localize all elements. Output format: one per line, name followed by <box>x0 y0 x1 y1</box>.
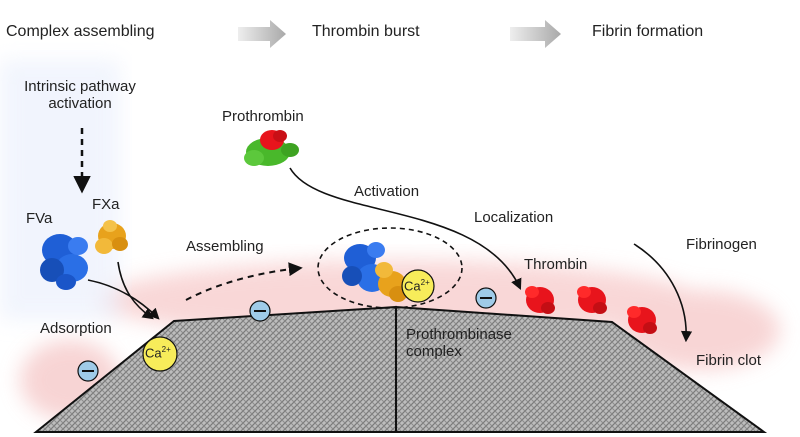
fxa-label: FXa <box>92 196 120 213</box>
right-surface <box>395 305 768 433</box>
adsorption-label: Adsorption <box>40 320 112 337</box>
assembling-dashed-arrow <box>185 262 303 301</box>
calcium-complex-charge: 2+ <box>420 278 430 287</box>
fxa-protein <box>95 220 128 254</box>
prothrombinase-line2: complex <box>406 343 462 361</box>
calcium-complex-base: Ca <box>404 278 421 294</box>
header-arrow-2 <box>510 20 561 48</box>
calcium-surface-text: Ca2+ <box>145 345 171 361</box>
fibrinogen-to-clot-arrow <box>633 243 693 343</box>
thrombin-protein-3 <box>627 306 657 334</box>
assembling-label: Assembling <box>186 238 264 255</box>
header-step-thrombin-burst: Thrombin burst <box>312 23 420 40</box>
header-step-complex-assembling: Complex assembling <box>6 23 155 40</box>
localization-label: Localization <box>474 209 554 226</box>
prothrombinase-complex-label: Prothrombinase complex <box>406 326 512 361</box>
calcium-surface-charge: 2+ <box>161 345 171 354</box>
intrinsic-pathway-line1: Intrinsic pathway <box>24 78 136 95</box>
intrinsic-pathway-line2: activation <box>48 95 112 113</box>
fva-protein <box>40 234 88 290</box>
prothrombinase-complex-outline <box>317 227 463 309</box>
fva-to-adsorption-arrow <box>87 279 160 320</box>
calcium-surface-base: Ca <box>145 345 162 361</box>
thrombin-label: Thrombin <box>524 256 588 273</box>
prothrombin-label: Prothrombin <box>222 108 304 125</box>
header-step-fibrin-formation: Fibrin formation <box>592 23 704 40</box>
fibrinogen-label: Fibrinogen <box>686 236 757 253</box>
negative-charge-3 <box>77 360 99 382</box>
prothrombin-protein <box>244 130 299 166</box>
prothrombinase-line1: Prothrombinase <box>406 326 512 343</box>
thrombin-protein-1 <box>525 286 555 314</box>
header-arrow-1 <box>238 20 286 48</box>
fibrin-clot-label: Fibrin clot <box>696 352 762 369</box>
negative-charge-1 <box>249 300 271 322</box>
calcium-ion-complex <box>401 269 435 303</box>
calcium-complex-text: Ca2+ <box>404 278 430 294</box>
intrinsic-pathway-label: Intrinsic pathway activation <box>10 78 150 113</box>
calcium-ion-surface <box>142 336 178 372</box>
thrombin-protein-2 <box>577 286 607 314</box>
activation-label: Activation <box>354 183 420 200</box>
prothrombin-activation-arrow <box>289 167 522 291</box>
fva-label: FVa <box>26 210 53 227</box>
negative-charge-2 <box>475 287 497 309</box>
